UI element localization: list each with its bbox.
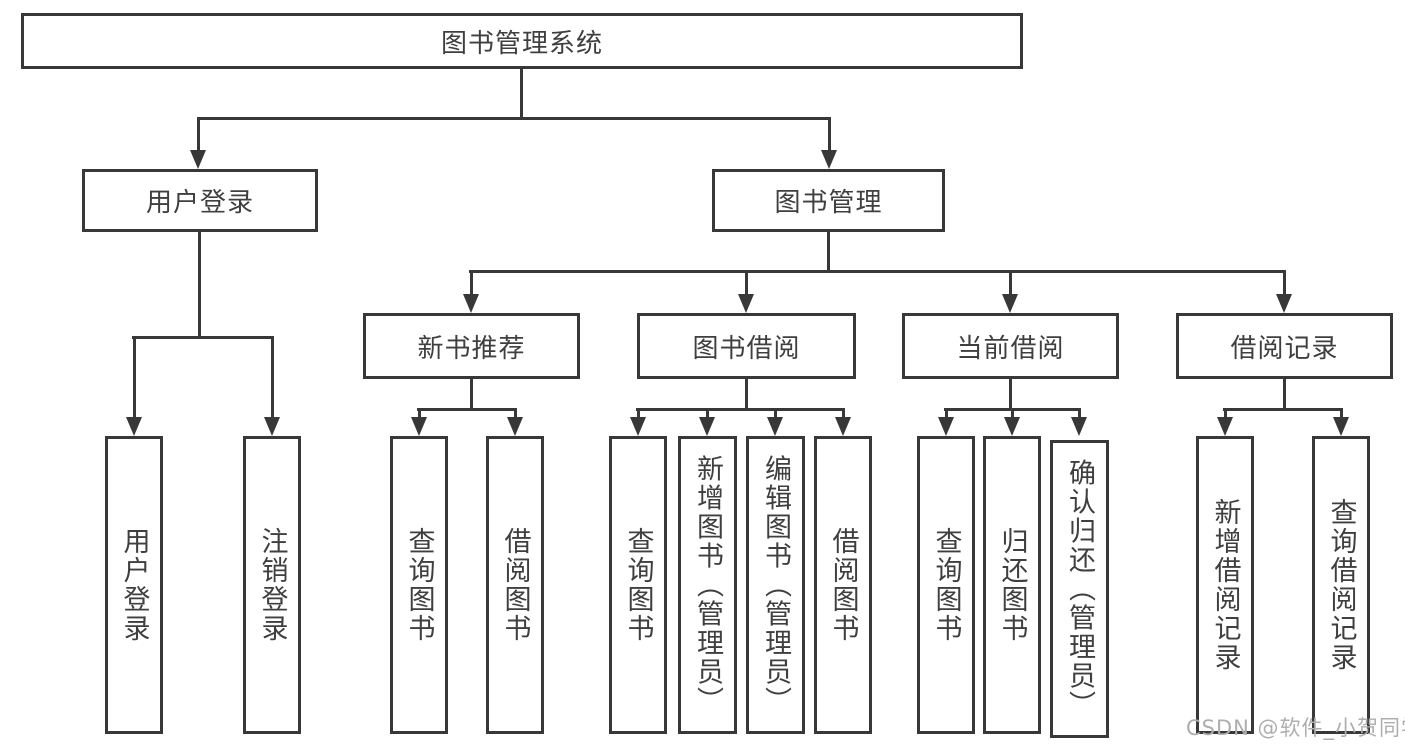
arrow-down-icon [938, 408, 954, 436]
connector-line [470, 379, 473, 408]
connector-line [1283, 379, 1286, 408]
arrow-down-icon [264, 336, 280, 436]
connector-line [197, 117, 831, 120]
arrow-down-icon [630, 408, 646, 436]
arrow-down-icon [1217, 408, 1233, 436]
arrow-down-icon [1276, 270, 1292, 313]
arrow-down-icon [1333, 408, 1349, 436]
node-borrow-books: 借阅图书 [814, 436, 872, 734]
connector-line [827, 232, 830, 270]
arrow-down-icon [190, 117, 206, 169]
arrow-down-icon [1002, 270, 1018, 313]
node-borrowing-records: 借阅记录 [1176, 313, 1393, 379]
node-query-books: 查询图书 [609, 436, 667, 734]
node-confirm-return-admin: 确认归还（管理员） [1050, 440, 1109, 738]
connector-line [469, 270, 1285, 273]
connector-line [1009, 379, 1012, 408]
node-new-book-recommendation: 新书推荐 [363, 313, 580, 379]
arrow-down-icon [767, 408, 783, 436]
node-return-books: 归还图书 [983, 436, 1041, 734]
node-add-borrow-record: 新增借阅记录 [1196, 436, 1254, 734]
node-query-borrow-record: 查询借阅记录 [1312, 436, 1370, 734]
arrow-down-icon [1071, 408, 1087, 436]
node-user-login-leaf: 用户登录 [105, 436, 163, 734]
arrow-down-icon [411, 408, 427, 436]
node-book-management: 图书管理 [712, 169, 945, 232]
arrow-down-icon [126, 336, 142, 436]
arrow-down-icon [463, 270, 479, 313]
node-label: 查询借阅记录 [1325, 498, 1357, 672]
connector-line [745, 379, 748, 408]
node-label: 注销登录 [256, 527, 288, 643]
csdn-watermark: CSDN @软件_小贺同学 [1186, 716, 1405, 740]
connector-line [636, 408, 845, 411]
node-label: 查询图书 [930, 527, 962, 643]
node-label: 借阅图书 [827, 527, 859, 643]
connector-line [417, 408, 517, 411]
node-label: 查询图书 [622, 527, 654, 643]
node-label: 用户登录 [118, 527, 150, 643]
node-label: 借阅图书 [499, 527, 531, 643]
node-borrow-books: 借阅图书 [486, 436, 544, 734]
node-label: 新增借阅记录 [1209, 498, 1241, 672]
node-query-books: 查询图书 [917, 436, 975, 734]
node-label: 查询图书 [403, 527, 435, 643]
node-logout: 注销登录 [243, 436, 301, 734]
arrow-down-icon [835, 408, 851, 436]
node-label: 确认归还（管理员） [1064, 458, 1095, 720]
node-library-management-system: 图书管理系统 [21, 13, 1023, 69]
node-user-login: 用户登录 [82, 169, 318, 232]
node-edit-books-admin: 编辑图书（管理员） [746, 436, 805, 734]
arrow-down-icon [507, 408, 523, 436]
node-book-borrowing: 图书借阅 [637, 313, 856, 379]
node-current-borrowing: 当前借阅 [902, 313, 1119, 379]
node-label: 编辑图书（管理员） [760, 454, 791, 716]
arrow-down-icon [699, 408, 715, 436]
arrow-down-icon [1004, 408, 1020, 436]
connector-line [1223, 408, 1343, 411]
node-label: 归还图书 [996, 527, 1028, 643]
connector-line [520, 69, 523, 117]
node-query-books: 查询图书 [390, 436, 448, 734]
node-add-books-admin: 新增图书（管理员） [678, 436, 737, 734]
connector-line [132, 336, 273, 339]
node-label: 新增图书（管理员） [692, 454, 723, 716]
arrow-down-icon [821, 117, 837, 169]
connector-line [198, 232, 201, 336]
arrow-down-icon [738, 270, 754, 313]
